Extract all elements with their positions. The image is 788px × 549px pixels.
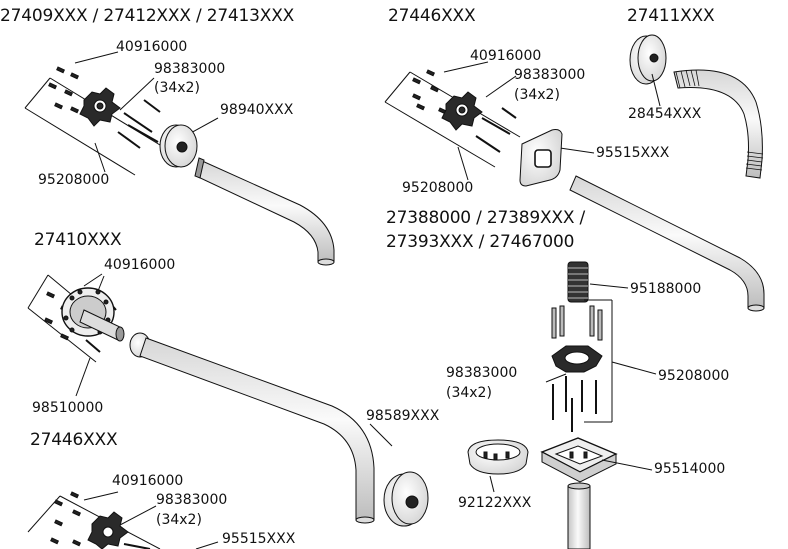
heading-27409: 27409XXX / 27412XXX / 27413XXX: [0, 6, 295, 26]
part-qty-label: (34x2): [514, 87, 560, 103]
part-qty-label: (34x2): [154, 80, 200, 96]
heading-27446-top: 27446XXX: [388, 6, 476, 26]
part-label: 40916000: [104, 257, 176, 273]
part-label: 98383000: [514, 67, 586, 83]
part-label: 95208000: [38, 172, 110, 188]
part-label: 98383000: [156, 492, 228, 508]
section-27411-drawing: [629, 34, 764, 179]
part-label: 98510000: [32, 400, 104, 416]
part-label: 92122XXX: [458, 495, 532, 511]
part-label: 98589XXX: [366, 408, 440, 424]
part-label: 28454XXX: [628, 106, 702, 122]
part-label: 40916000: [112, 473, 184, 489]
part-label: 98383000: [446, 365, 518, 381]
heading-27411: 27411XXX: [627, 6, 715, 26]
section-27388-drawing: [467, 261, 657, 549]
heading-27388-line1: 27388000 / 27389XXX /: [386, 208, 586, 228]
part-label: 98940XXX: [220, 102, 294, 118]
part-label: 95208000: [658, 368, 730, 384]
part-qty-label: (34x2): [446, 385, 492, 401]
part-label: 95188000: [630, 281, 702, 297]
heading-27446-bottom: 27446XXX: [30, 430, 118, 450]
section-27446-bottom-drawing: [27, 491, 219, 549]
heading-27388-line2: 27393XXX / 27467000: [386, 232, 575, 252]
part-label: 95208000: [402, 180, 474, 196]
section-27410-drawing: [27, 273, 429, 527]
section-27409-drawing: [24, 51, 335, 266]
part-label: 98383000: [154, 61, 226, 77]
part-qty-label: (34x2): [156, 512, 202, 528]
part-label: 95514000: [654, 461, 726, 477]
part-label: 95515XXX: [596, 145, 670, 161]
part-label: 40916000: [116, 39, 188, 55]
heading-27410: 27410XXX: [34, 230, 122, 250]
section-27446-top-drawing: [384, 61, 765, 312]
part-label: 95515XXX: [222, 531, 296, 547]
part-label: 40916000: [470, 48, 542, 64]
